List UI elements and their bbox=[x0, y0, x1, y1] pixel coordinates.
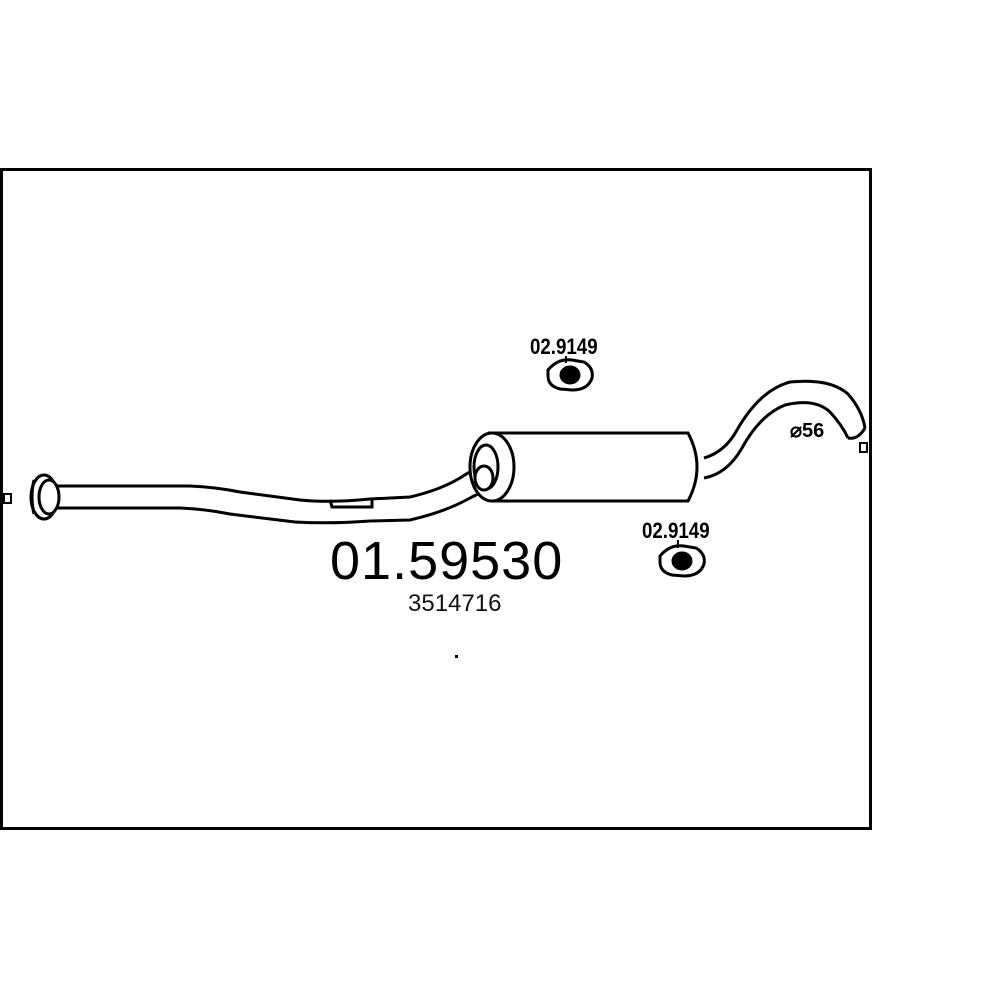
left-end-marker bbox=[3, 493, 12, 504]
rubber-mount-icon bbox=[658, 544, 706, 578]
muffler bbox=[468, 431, 699, 503]
rubber-mount-icon bbox=[546, 358, 594, 392]
front-flange bbox=[29, 473, 61, 521]
pipe-diameter-label: ⌀56 bbox=[790, 420, 825, 442]
stray-dot bbox=[455, 655, 458, 658]
part-number: 01.59530 bbox=[330, 531, 564, 591]
tail-pipe bbox=[703, 379, 867, 480]
front-pipe bbox=[56, 462, 496, 525]
mount-part-number: 02.9149 bbox=[642, 518, 710, 543]
diagram-frame bbox=[0, 168, 872, 830]
right-end-marker bbox=[859, 442, 868, 453]
mount-part-number: 02.9149 bbox=[530, 334, 598, 359]
oe-number: 3514716 bbox=[408, 590, 502, 617]
